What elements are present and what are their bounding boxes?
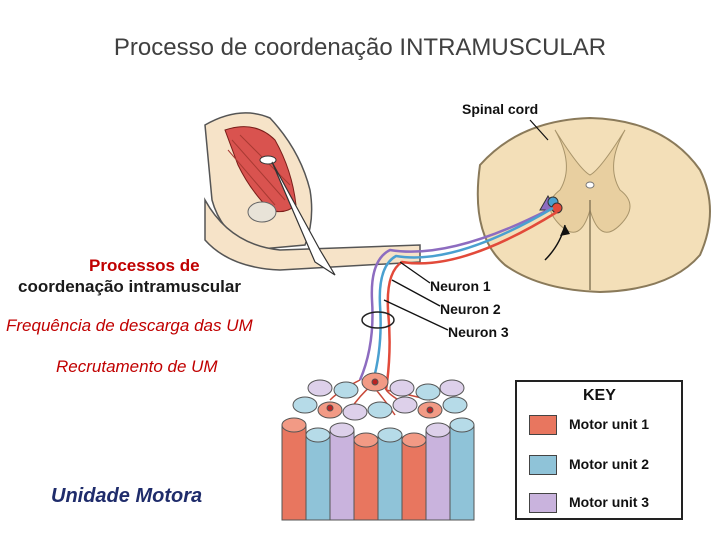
arm-drawing (204, 112, 421, 276)
key-legend: KEY Motor unit 1 Motor unit 2 Motor unit… (515, 380, 683, 520)
spinal-cord-section (476, 116, 711, 294)
muscle-fiber-bundle (281, 372, 475, 521)
heading-line-2: coordenação intramuscular (18, 277, 241, 296)
label-neuron-2: Neuron 2 (440, 301, 501, 317)
footer-caption: Unidade Motora (51, 485, 203, 507)
item-recruitment: Recrutamento de UM (56, 357, 218, 376)
heading-line-1: Processos de (89, 256, 200, 275)
item-discharge-frequency: Frequência de descarga das UM (6, 316, 253, 335)
swatch-motor-unit-3 (529, 493, 557, 513)
swatch-motor-unit-1 (529, 415, 557, 435)
key-title: KEY (583, 387, 616, 404)
label-neuron-1: Neuron 1 (430, 278, 491, 294)
swatch-motor-unit-2 (529, 455, 557, 475)
label-pointers (383, 261, 449, 331)
key-label-motor-unit-2: Motor unit 2 (569, 456, 650, 472)
label-spinal-cord: Spinal cord (462, 101, 539, 117)
label-neuron-3: Neuron 3 (448, 324, 509, 340)
slide-title: Processo de coordenação INTRAMUSCULAR (113, 34, 607, 61)
key-label-motor-unit-1: Motor unit 1 (569, 416, 650, 432)
key-label-motor-unit-3: Motor unit 3 (569, 494, 650, 510)
